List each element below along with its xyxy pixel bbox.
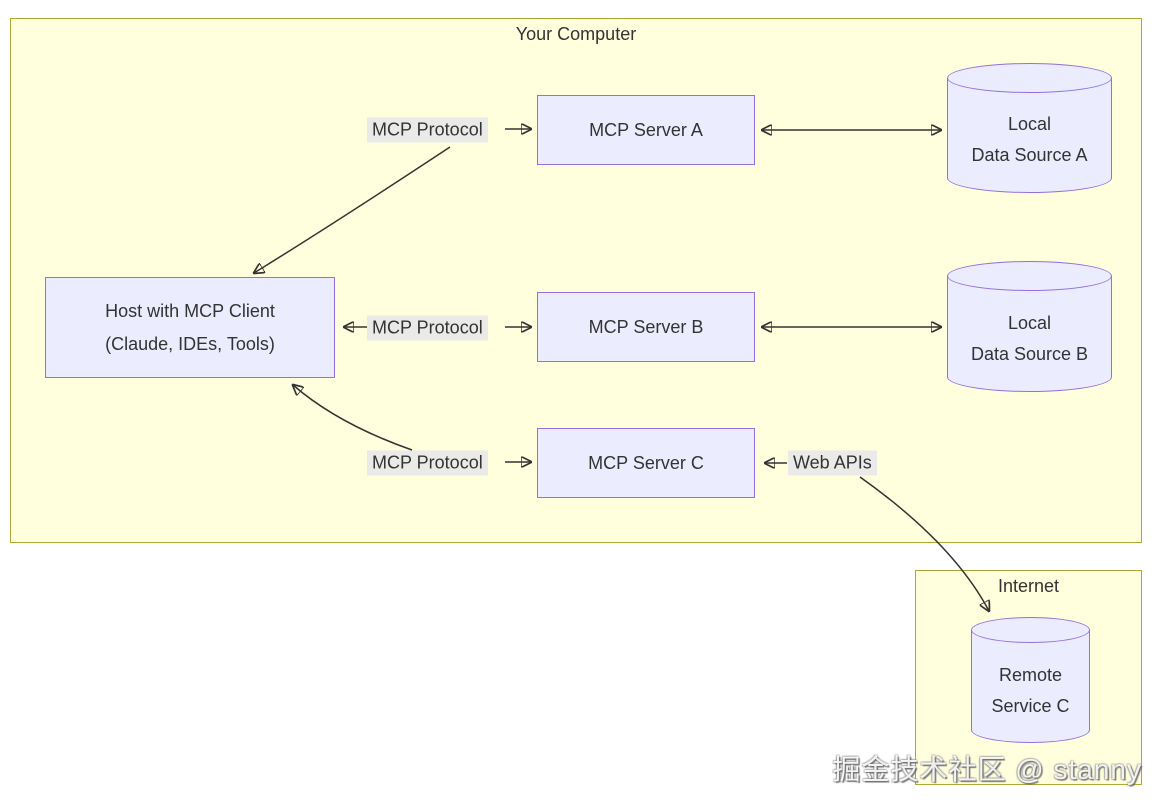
node-mcp-server-c-label: MCP Server C: [588, 452, 704, 473]
cylinder-top-ellipse: [947, 63, 1112, 93]
node-mcp-server-c: MCP Server C: [537, 428, 755, 498]
cluster-internet-title: Internet: [997, 576, 1060, 596]
cylinder-body: [947, 78, 1112, 193]
cylinder-local-data-source-b-label: Local Data Source B: [947, 291, 1112, 386]
cylinder-top-ellipse: [971, 617, 1090, 643]
cylinder-local-data-source-a: Local Data Source A: [947, 63, 1112, 193]
node-mcp-server-a: MCP Server A: [537, 95, 755, 165]
label-line1: Local: [1007, 114, 1052, 134]
cylinder-remote-service-c: Remote Service C: [971, 617, 1090, 743]
edge-label-web-apis: Web APIs: [788, 450, 877, 476]
cylinder-remote-service-c-label: Remote Service C: [971, 643, 1090, 739]
label-line2: Data Source A: [971, 145, 1088, 165]
cylinder-top-ellipse: [947, 261, 1112, 291]
label-line2: Data Source B: [970, 343, 1089, 364]
node-mcp-server-b: MCP Server B: [537, 292, 755, 362]
label-line1: Local: [1007, 312, 1052, 333]
node-mcp-server-b-label: MCP Server B: [588, 316, 704, 337]
watermark: 掘金技术社区 @ stanny: [832, 754, 1142, 785]
node-host-label-line2: (Claude, IDEs, Tools): [105, 333, 275, 354]
label-line2: Service C: [991, 696, 1070, 716]
node-host-with-mcp-client: Host with MCP Client (Claude, IDEs, Tool…: [45, 277, 335, 378]
label-line1: Remote: [998, 665, 1063, 685]
cylinder-body: [947, 276, 1112, 392]
edge-label-mcp-protocol-a: MCP Protocol: [367, 117, 488, 143]
cylinder-local-data-source-b: Local Data Source B: [947, 261, 1112, 392]
node-mcp-server-a-label: MCP Server A: [589, 119, 703, 140]
edge-label-mcp-protocol-b: MCP Protocol: [367, 315, 488, 341]
cluster-your-computer-title: Your Computer: [515, 24, 637, 44]
node-host-label-line1: Host with MCP Client: [105, 300, 275, 321]
cylinder-local-data-source-a-label: Local Data Source A: [947, 93, 1112, 187]
edge-label-mcp-protocol-c: MCP Protocol: [367, 450, 488, 476]
cylinder-body: [971, 630, 1090, 743]
